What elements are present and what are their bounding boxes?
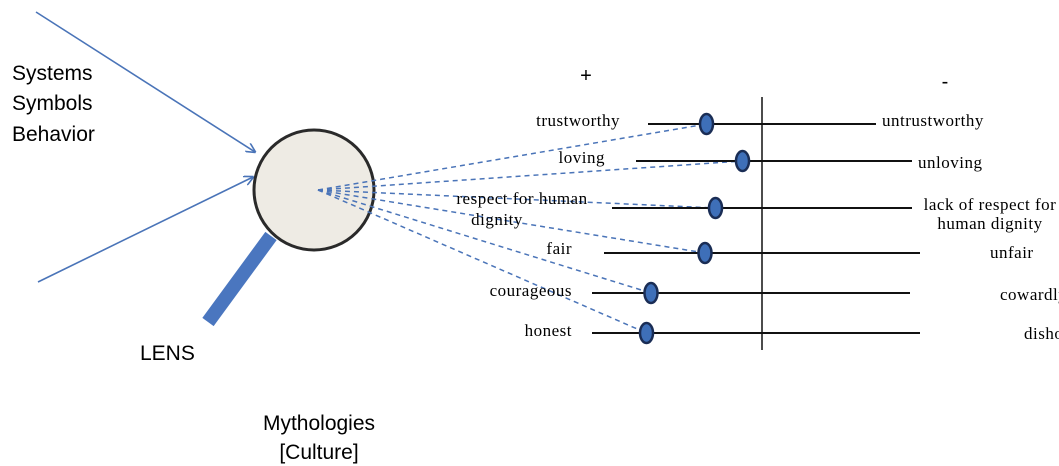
lens-ray-5 <box>317 189 652 294</box>
caption-line-1: Mythologies <box>263 412 375 435</box>
negative-label: unloving <box>918 153 982 172</box>
input-label-symbols: Symbols <box>12 92 93 115</box>
scale-row-1: trustworthy untrustworthy <box>536 111 984 136</box>
scale-row-6: honest dishonest <box>525 321 1059 345</box>
rating-knob <box>707 196 724 220</box>
negative-label: cowardly <box>1000 285 1059 304</box>
lens-ray-1 <box>317 123 707 191</box>
lens-ray-6 <box>317 189 647 334</box>
positive-label: courageous <box>490 281 572 300</box>
scale-row-5: courageous cowardly <box>490 281 1059 305</box>
rating-knob <box>698 112 715 136</box>
positive-label: honest <box>525 321 572 340</box>
scale-row-3: respect for human dignity lack of respect … <box>456 189 1057 233</box>
positive-label: respect for human <box>456 189 587 208</box>
rating-knob <box>643 281 659 305</box>
lens-handle <box>202 231 277 327</box>
negative-label: unfair <box>990 243 1034 262</box>
rating-knob <box>697 241 713 265</box>
negative-sign: - <box>942 71 949 93</box>
positive-label: loving <box>559 148 605 167</box>
negative-label: untrustworthy <box>882 111 984 130</box>
positive-label: trustworthy <box>536 111 620 130</box>
rating-knob <box>638 321 655 345</box>
positive-label: dignity <box>471 210 523 229</box>
lens-rays <box>317 123 743 334</box>
scale-row-4: fair unfair <box>546 239 1034 265</box>
input-arrow-top <box>35 11 255 152</box>
lens-circle <box>252 128 376 252</box>
scale-rows: trustworthy untrustworthy loving unloving re… <box>456 111 1059 345</box>
rating-knob <box>734 149 751 173</box>
positive-sign: + <box>580 65 592 87</box>
negative-label: lack of respect for <box>924 195 1057 214</box>
lens-ray-2 <box>317 160 743 191</box>
scale-row-2: loving unloving <box>559 148 982 173</box>
input-arrow-bottom <box>37 177 253 283</box>
negative-label: human dignity <box>937 214 1042 233</box>
positive-label: fair <box>546 239 572 258</box>
lens-label: LENS <box>140 342 195 365</box>
lens-ray-4 <box>317 189 706 254</box>
negative-label: dishonest <box>1024 324 1059 343</box>
input-label-behavior: Behavior <box>12 123 95 146</box>
caption-line-2: [Culture] <box>279 441 358 464</box>
input-label-systems: Systems <box>12 62 93 85</box>
lens-ray-3 <box>317 189 716 209</box>
